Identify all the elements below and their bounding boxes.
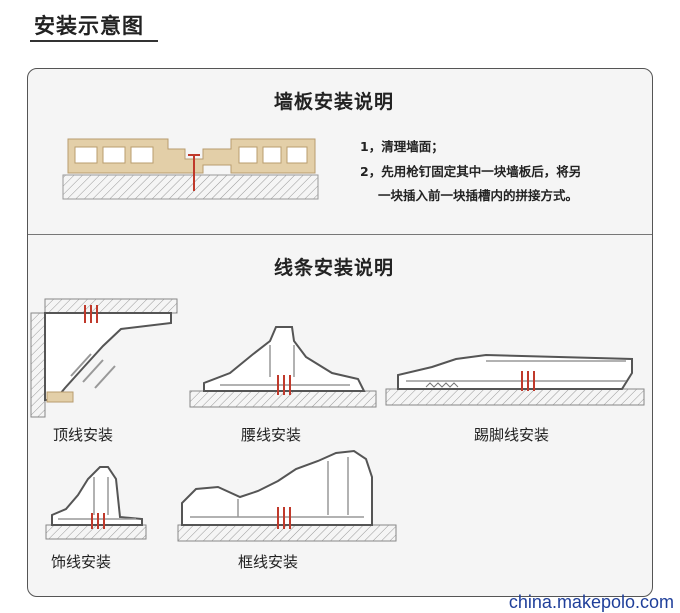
nail-icon (188, 154, 200, 191)
wall-panel-figure (62, 138, 319, 200)
nail-icon (277, 375, 291, 395)
label-waist: 腰线安装 (241, 426, 302, 444)
diagram-panel: 墙板安装说明 1，清理墙面； 2，先用枪钉固定其中一块墙板后，将另 一块插入前一… (27, 68, 653, 597)
nail-icon (84, 305, 98, 323)
label-crown: 顶线安装 (53, 426, 114, 444)
molding-title: 线条安装说明 (274, 257, 395, 279)
frame-molding-figure (177, 449, 397, 542)
nail-icon (91, 513, 105, 529)
wall-panel-title: 墙板安装说明 (274, 91, 395, 113)
nail-icon (521, 371, 535, 391)
title-underline (30, 40, 158, 42)
wall-base (62, 174, 319, 200)
decor-molding-figure (45, 466, 147, 540)
waist-molding-figure (189, 326, 377, 408)
label-frame: 框线安装 (238, 553, 299, 571)
label-decor: 饰线安装 (51, 553, 112, 571)
section-divider (28, 234, 652, 235)
step-2: 2，先用枪钉固定其中一块墙板后，将另 (360, 164, 582, 179)
watermark: china.makepolo.com (508, 592, 674, 612)
nail-icon (277, 507, 291, 529)
step-1: 1，清理墙面； (360, 139, 444, 154)
skirting-figure (385, 353, 645, 406)
step-2-cont: 一块插入前一块插槽内的拼接方式。 (378, 188, 579, 203)
page-title: 安装示意图 (34, 14, 144, 38)
crown-molding-figure (30, 298, 178, 418)
label-skirting: 踢脚线安装 (474, 426, 550, 444)
